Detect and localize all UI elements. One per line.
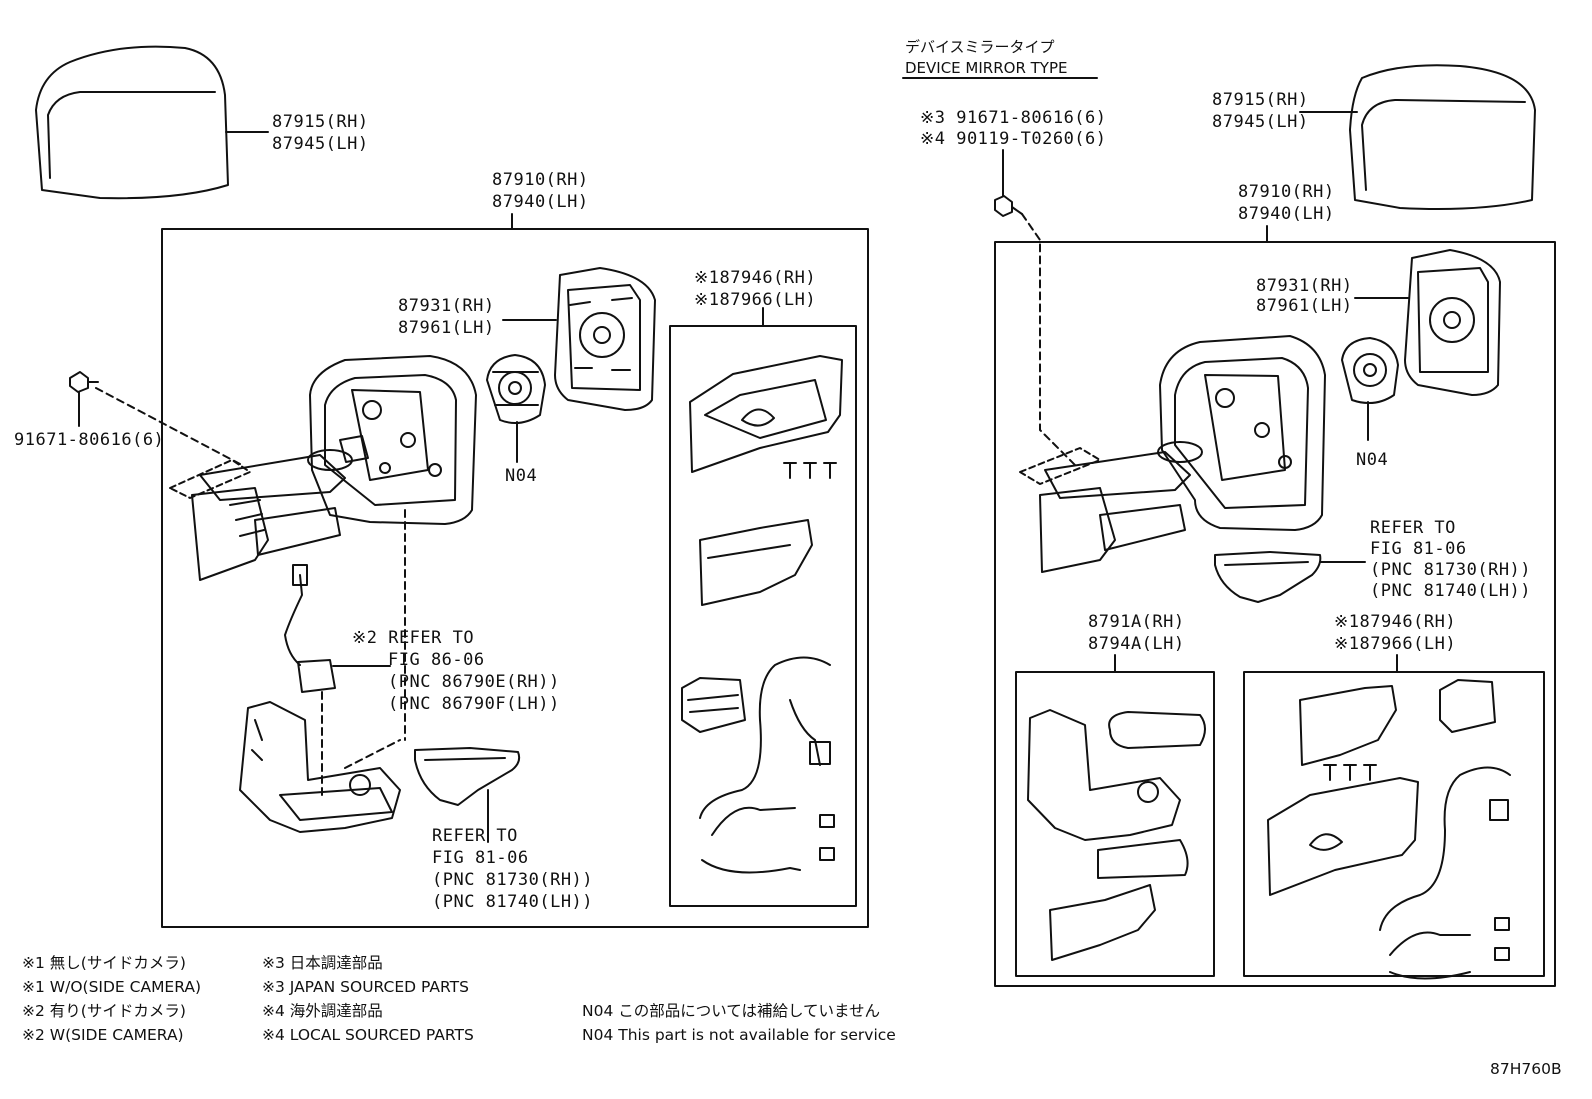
glass-holder-left	[689, 355, 843, 473]
cover-part-number-rh-right: 87915(RH)	[1212, 90, 1309, 110]
mirror-base-left	[554, 267, 656, 411]
assembly-part-number-lh-left: 87940(LH)	[492, 192, 589, 212]
base-part-number-lh-right: 87961(LH)	[1256, 296, 1353, 316]
legend-note: ※4 海外調達部品	[262, 1002, 383, 1020]
legend-note: ※1 無し(サイドカメラ)	[22, 954, 186, 972]
camera-refer-line-4: (PNC 86790F(LH))	[388, 694, 560, 714]
screw-left	[69, 371, 99, 393]
cover-part-number-lh-right: 87945(LH)	[1212, 112, 1309, 132]
legend-note: ※3 JAPAN SOURCED PARTS	[262, 978, 469, 996]
cover-part-number-rh-left: 87915(RH)	[272, 112, 369, 132]
lamp-refer-line-2-left: FIG 81-06	[432, 848, 529, 868]
visor-part-number-rh: 8791A(RH)	[1088, 612, 1185, 632]
turn-lamp-cover-left	[699, 519, 813, 606]
lamp-refer-line-1-right: REFER TO	[1370, 518, 1456, 538]
lamp-refer-line-3-left: (PNC 81730(RH))	[432, 870, 594, 890]
bolts-left	[783, 462, 837, 479]
legend-note: ※1 W/O(SIDE CAMERA)	[22, 978, 202, 996]
base-part-number-lh-left: 87961(LH)	[398, 318, 495, 338]
actuator-n04-left	[486, 354, 546, 425]
lamp-refer-line-1-left: REFER TO	[432, 826, 518, 846]
visor-box	[1015, 671, 1215, 977]
camera-refer-line-3: (PNC 86790E(RH))	[388, 672, 560, 692]
subassembly-box-left	[669, 325, 857, 907]
subassembly-part-number-rh-right: ※187946(RH)	[1334, 612, 1457, 632]
lamp-refer-line-4-left: (PNC 81740(LH))	[432, 892, 594, 912]
mirror-housing-left	[191, 355, 477, 581]
assembly-frame-right	[994, 241, 1556, 987]
mirror-cover-left	[35, 45, 229, 200]
dashed-guide	[95, 387, 241, 465]
legend-note: ※2 有り(サイドカメラ)	[22, 1002, 186, 1020]
base-part-number-rh-left: 87931(RH)	[398, 296, 495, 316]
dashed-guide	[344, 739, 401, 769]
n04-label-right: N04	[1356, 450, 1389, 470]
lower-mirror-base-left	[239, 701, 401, 833]
dashed-guide	[1019, 447, 1101, 485]
camera-refer-line-1: ※2 REFER TO	[352, 628, 475, 648]
subassembly-part-number-lh-right: ※187966(LH)	[1334, 634, 1457, 654]
visor-parts	[1027, 709, 1206, 961]
lamp-refer-line-2-right: FIG 81-06	[1370, 539, 1467, 559]
legend-note: ※4 LOCAL SOURCED PARTS	[262, 1026, 474, 1044]
legend-note: ※2 W(SIDE CAMERA)	[22, 1026, 184, 1044]
screw-part-number-left: 91671-80616(6)	[14, 430, 165, 450]
dashed-guide	[169, 459, 251, 499]
mirror-housing-right	[1039, 335, 1326, 573]
subassembly-part-number-rh-left: ※187946(RH)	[694, 268, 817, 288]
subassembly-part-number-lh-left: ※187966(LH)	[694, 290, 817, 310]
assembly-part-number-rh-left: 87910(RH)	[492, 170, 589, 190]
dashed-guide	[1021, 213, 1076, 466]
actuator-n04-right	[1341, 337, 1399, 405]
base-part-number-rh-right: 87931(RH)	[1256, 276, 1353, 296]
assembly-part-number-lh-right: 87940(LH)	[1238, 204, 1335, 224]
turn-lamp-right	[1214, 551, 1322, 603]
assembly-part-number-rh-right: 87910(RH)	[1238, 182, 1335, 202]
legend-note: ※3 日本調達部品	[262, 954, 383, 972]
camera-harness-left	[284, 564, 336, 693]
n04-label-left: N04	[505, 466, 538, 486]
subassembly-box-right	[1243, 671, 1545, 977]
legend-note: N04 この部品については補給していません	[582, 1002, 881, 1020]
turn-lamp-left	[414, 747, 521, 806]
lamp-refer-line-4-right: (PNC 81740(LH))	[1370, 581, 1532, 601]
subassembly-parts-right	[1267, 679, 1511, 980]
screw-right	[994, 195, 1023, 217]
visor-part-number-lh: 8794A(LH)	[1088, 634, 1185, 654]
screw-part-number-2-right: ※4 90119-T0260(6)	[920, 129, 1107, 149]
lamp-refer-line-3-right: (PNC 81730(RH))	[1370, 560, 1532, 580]
mirror-cover-right	[1349, 64, 1536, 210]
legend-note: N04 This part is not available for servi…	[582, 1026, 896, 1044]
wire-harness-left	[699, 656, 835, 874]
figure-code: 87H760B	[1490, 1060, 1562, 1078]
screw-part-number-1-right: ※3 91671-80616(6)	[920, 108, 1107, 128]
cover-part-number-lh-left: 87945(LH)	[272, 134, 369, 154]
device-mirror-type-en: DEVICE MIRROR TYPE	[905, 59, 1068, 77]
mirror-base-right	[1404, 249, 1501, 396]
device-mirror-type-jp: デバイスミラータイプ	[905, 38, 1055, 56]
assembly-frame-left	[161, 228, 869, 928]
camera-refer-line-2: FIG 86-06	[388, 650, 485, 670]
camera-module-left	[681, 677, 746, 733]
